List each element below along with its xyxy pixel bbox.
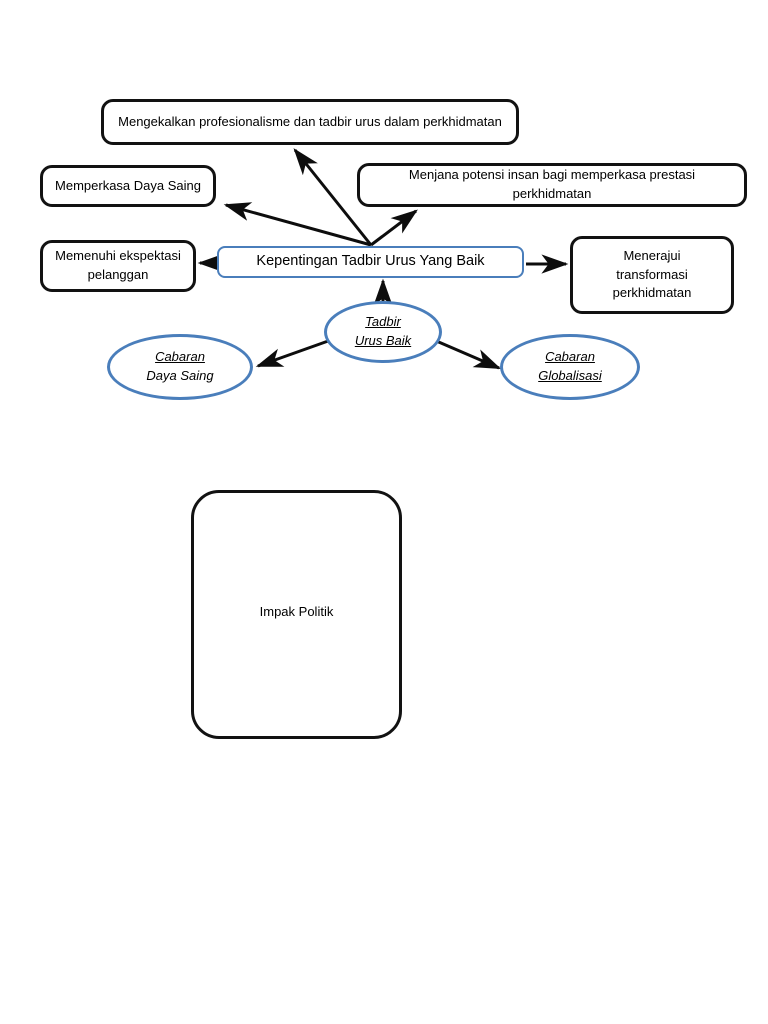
node-label: Cabaran Globalisasi (530, 348, 610, 386)
node-impak-politik[interactable]: Impak Politik (191, 490, 402, 739)
node-menerajui-transformasi-perkhidmatan[interactable]: Menerajui transformasi perkhidmatan (570, 236, 734, 314)
node-cabaran-daya-saing[interactable]: Cabaran Daya Saing (107, 334, 253, 400)
node-label-line-2: Globalisasi (538, 368, 602, 383)
node-cabaran-globalisasi[interactable]: Cabaran Globalisasi (500, 334, 640, 400)
node-label-line-2: pelanggan (87, 267, 149, 282)
connector-kepentingan-to-menjana (370, 209, 418, 247)
node-label-line-2: transformasi (616, 266, 688, 282)
connector-kepentingan-to-memperkasa (223, 202, 372, 247)
node-memenuhi-ekspektasi-pelanggan[interactable]: Memenuhi ekspektasi pelanggan (40, 240, 196, 292)
node-label-line-1: Menerajui (623, 247, 681, 263)
node-label-line-1: Cabaran (545, 349, 595, 365)
node-kepentingan-tadbir-urus-yang-baik[interactable]: Kepentingan Tadbir Urus Yang Baik (217, 246, 524, 278)
node-label-line-3: perkhidmatan (612, 285, 692, 301)
node-label: Memperkasa Daya Saing (55, 177, 201, 193)
node-label-line-1: Cabaran (155, 349, 205, 365)
connector-kepentingan-to-mengekalkan (293, 148, 373, 246)
node-label: Menjana potensi insan bagi memperkasa pr… (408, 167, 696, 201)
node-mengekalkan-profesionalisme[interactable]: Mengekalkan profesionalisme dan tadbir u… (101, 99, 519, 145)
node-label: Mengekalkan profesionalisme dan tadbir u… (118, 113, 502, 129)
node-label: Impak Politik (259, 604, 334, 620)
node-tadbir-urus-baik[interactable]: Tadbir Urus Baik (324, 301, 442, 363)
node-label-line-1: Memenuhi ekspektasi (55, 248, 181, 264)
node-label-line-2: Daya Saing (146, 368, 214, 383)
node-label-line-2: Urus Baik (354, 333, 412, 348)
node-label: Cabaran Daya Saing (138, 348, 221, 386)
node-menjana-potensi-insan[interactable]: Menjana potensi insan bagi memperkasa pr… (357, 163, 747, 207)
node-label: Tadbir Urus Baik (347, 313, 419, 351)
node-label: Menerajui transformasi perkhidmatan (605, 247, 700, 304)
connector-tadbir-to-cabaran-daya-saing (255, 338, 332, 368)
node-label: Memenuhi ekspektasi pelanggan (47, 247, 189, 285)
node-memperkasa-daya-saing[interactable]: Memperkasa Daya Saing (40, 165, 216, 207)
connector-tadbir-to-cabaran-globalisasi (433, 338, 502, 370)
node-label-line-1: Tadbir (365, 314, 401, 330)
node-label: Kepentingan Tadbir Urus Yang Baik (256, 253, 485, 270)
